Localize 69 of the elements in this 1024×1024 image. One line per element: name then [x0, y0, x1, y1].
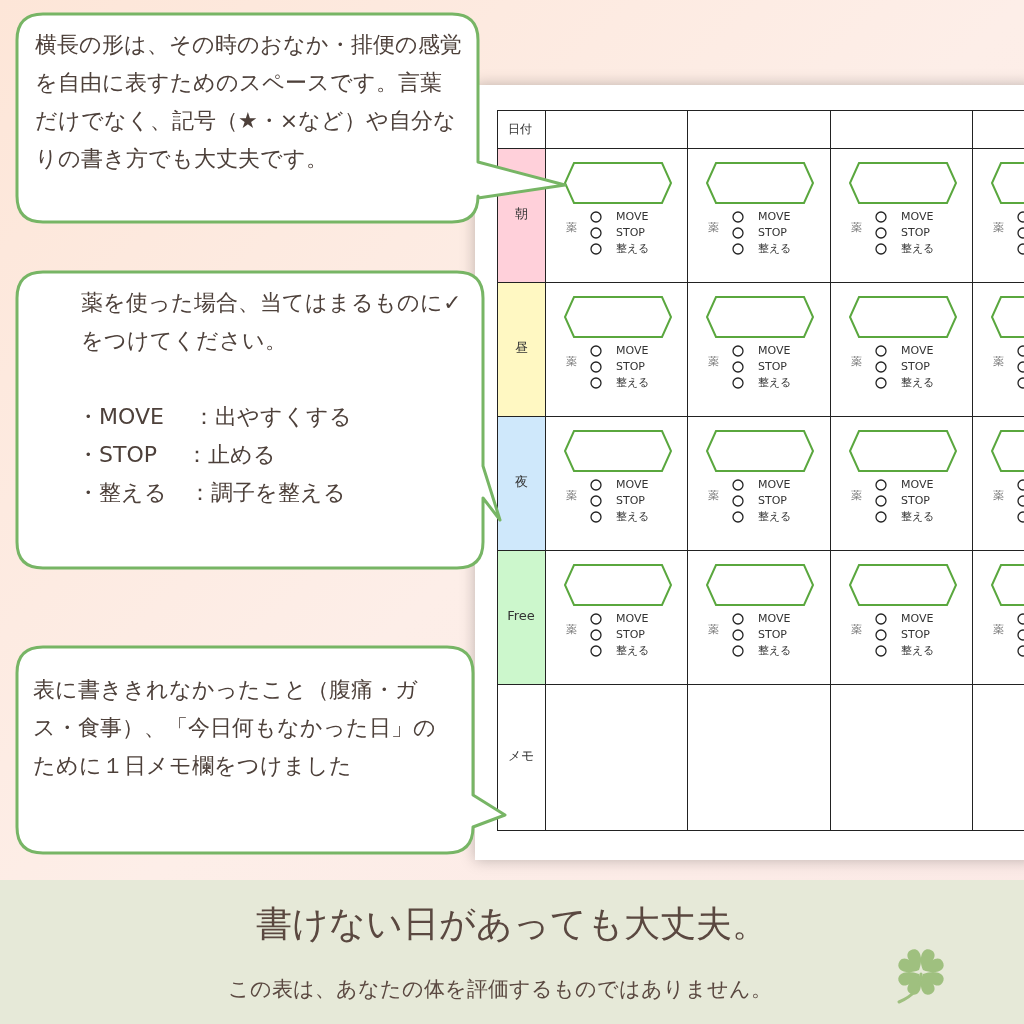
- option-label: MOVE: [616, 344, 649, 358]
- medicine-label: 薬: [708, 623, 719, 637]
- option-label: MOVE: [758, 612, 791, 626]
- option-label: STOP: [616, 360, 645, 374]
- speech-bubble: [15, 270, 502, 570]
- row-header: Free: [506, 609, 536, 623]
- option-label: STOP: [616, 628, 645, 642]
- callout-text: 薬を使った場合、当てはまるものに✓をつけてください。: [81, 289, 463, 355]
- option-label: 整える: [901, 510, 934, 524]
- medicine-label: 薬: [708, 355, 719, 369]
- option-label: 整える: [758, 242, 791, 256]
- option-label: MOVE: [901, 612, 934, 626]
- option-label: STOP: [616, 494, 645, 508]
- medicine-label: 薬: [566, 355, 577, 369]
- row-header: 夜: [513, 475, 529, 489]
- speech-bubble: [15, 645, 507, 855]
- medicine-label: 薬: [708, 489, 719, 503]
- medicine-label: 薬: [851, 355, 862, 369]
- option-label: MOVE: [758, 478, 791, 492]
- option-label: MOVE: [901, 210, 934, 224]
- option-label: STOP: [901, 226, 930, 240]
- medicine-label: 薬: [851, 221, 862, 235]
- medicine-label: 薬: [708, 221, 719, 235]
- option-label: STOP: [901, 628, 930, 642]
- list-item: ・STOP ：止める: [77, 441, 277, 469]
- column-header: 日付: [508, 122, 532, 136]
- row-header: 朝: [513, 207, 529, 221]
- option-label: MOVE: [616, 210, 649, 224]
- medicine-label: 薬: [566, 489, 577, 503]
- caption: この表は、あなたの体を評価するものではありません。: [227, 976, 773, 1003]
- option-label: MOVE: [616, 478, 649, 492]
- option-label: MOVE: [616, 612, 649, 626]
- option-label: MOVE: [758, 344, 791, 358]
- speech-bubble: [15, 12, 567, 224]
- medicine-label: 薬: [566, 221, 577, 235]
- list-item: ・整える ：調子を整える: [77, 479, 347, 507]
- option-label: 整える: [901, 242, 934, 256]
- medicine-label: 薬: [851, 489, 862, 503]
- option-label: 整える: [616, 242, 649, 256]
- medicine-label: 薬: [993, 623, 1004, 637]
- option-label: 整える: [616, 510, 649, 524]
- option-label: STOP: [758, 628, 787, 642]
- medicine-label: 薬: [566, 623, 577, 637]
- option-label: STOP: [901, 360, 930, 374]
- medicine-label: 薬: [993, 221, 1004, 235]
- callout-text: 表に書ききれなかったこと（腹痛・ガス・食事）、「今日何もなかった日」のために１日メモ欄をつけました: [33, 676, 437, 780]
- option-label: STOP: [758, 360, 787, 374]
- option-label: 整える: [616, 376, 649, 390]
- option-label: 整える: [901, 376, 934, 390]
- title: 書けない日があっても大丈夫。: [255, 902, 769, 946]
- row-header: 昼: [513, 341, 529, 355]
- option-label: 整える: [758, 376, 791, 390]
- option-label: MOVE: [758, 210, 791, 224]
- option-label: STOP: [901, 494, 930, 508]
- option-label: 整える: [758, 644, 791, 658]
- option-label: 整える: [901, 644, 934, 658]
- medicine-label: 薬: [993, 489, 1004, 503]
- callout-text: 横長の形は、その時のおなか・排便の感覚を自由に表すためのスペースです。言葉だけでなく、記号（★・×など）や自分なりの書き方でも大丈夫です。: [35, 31, 462, 173]
- row-header: メモ: [507, 749, 535, 763]
- option-label: STOP: [758, 494, 787, 508]
- medicine-label: 薬: [851, 623, 862, 637]
- medicine-label: 薬: [993, 355, 1004, 369]
- option-label: MOVE: [901, 344, 934, 358]
- option-label: MOVE: [901, 478, 934, 492]
- option-label: 整える: [758, 510, 791, 524]
- option-label: STOP: [616, 226, 645, 240]
- list-item: ・MOVE ：出やすくする: [77, 403, 353, 431]
- option-label: STOP: [758, 226, 787, 240]
- option-label: 整える: [616, 644, 649, 658]
